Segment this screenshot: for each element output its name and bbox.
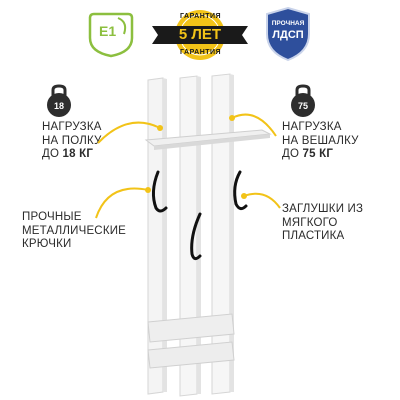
kettlebell-left: 18 — [44, 84, 74, 118]
callout-dot — [241, 193, 247, 199]
callout-line — [231, 113, 277, 137]
shelf-load-label: НАГРУЗКА НА ПОЛКУ ДО 18 КГ — [42, 121, 102, 160]
callout-line — [97, 121, 161, 144]
kettlebell-icon — [291, 84, 315, 117]
callout-dot — [229, 115, 235, 121]
caps-label: ЗАГЛУШКИ ИЗ МЯГКОГО ПЛАСТИКА — [282, 203, 364, 242]
callout-dot — [145, 187, 151, 193]
warranty-top-text: ГАРАНТИЯ — [180, 13, 222, 20]
shield-icon — [266, 6, 310, 62]
material-badge: ПРОЧНАЯ ЛДСП — [265, 6, 311, 62]
warranty-ribbon-icon — [152, 10, 248, 60]
kettlebell-icon — [47, 84, 71, 117]
warranty-bottom-text: ГАРАНТИЯ — [180, 49, 222, 56]
warranty-badge: ГАРАНТИЯ 5 ЛЕТ ГАРАНТИЯ — [150, 6, 250, 64]
kettlebell-right-weight: 75 — [297, 101, 308, 111]
warranty-main-text: 5 ЛЕТ — [178, 26, 222, 43]
kettlebell-right: 75 — [288, 84, 318, 118]
kettlebell-left-weight: 18 — [53, 101, 64, 111]
eco-leaf-icon — [88, 12, 134, 58]
callout-line — [95, 187, 149, 219]
callout-line — [243, 192, 281, 209]
hook — [151, 170, 168, 213]
eco-badge-label: E1 — [99, 23, 117, 39]
shield-main-text: ЛДСП — [272, 29, 304, 41]
hook — [233, 170, 248, 211]
hooks-label: ПРОЧНЫЕ МЕТАЛЛИЧЕСКИЕ КРЮЧКИ — [22, 211, 127, 250]
eco-badge: E1 — [88, 8, 134, 58]
hanger-load-label: НАГРУЗКА НА ВЕШАЛКУ ДО 75 КГ — [282, 121, 359, 160]
shield-top-text: ПРОЧНАЯ — [271, 20, 305, 27]
rack-crossbar — [147, 313, 235, 343]
rack-crossbar — [147, 341, 235, 369]
hook — [190, 212, 202, 261]
callout-dot — [157, 125, 163, 131]
